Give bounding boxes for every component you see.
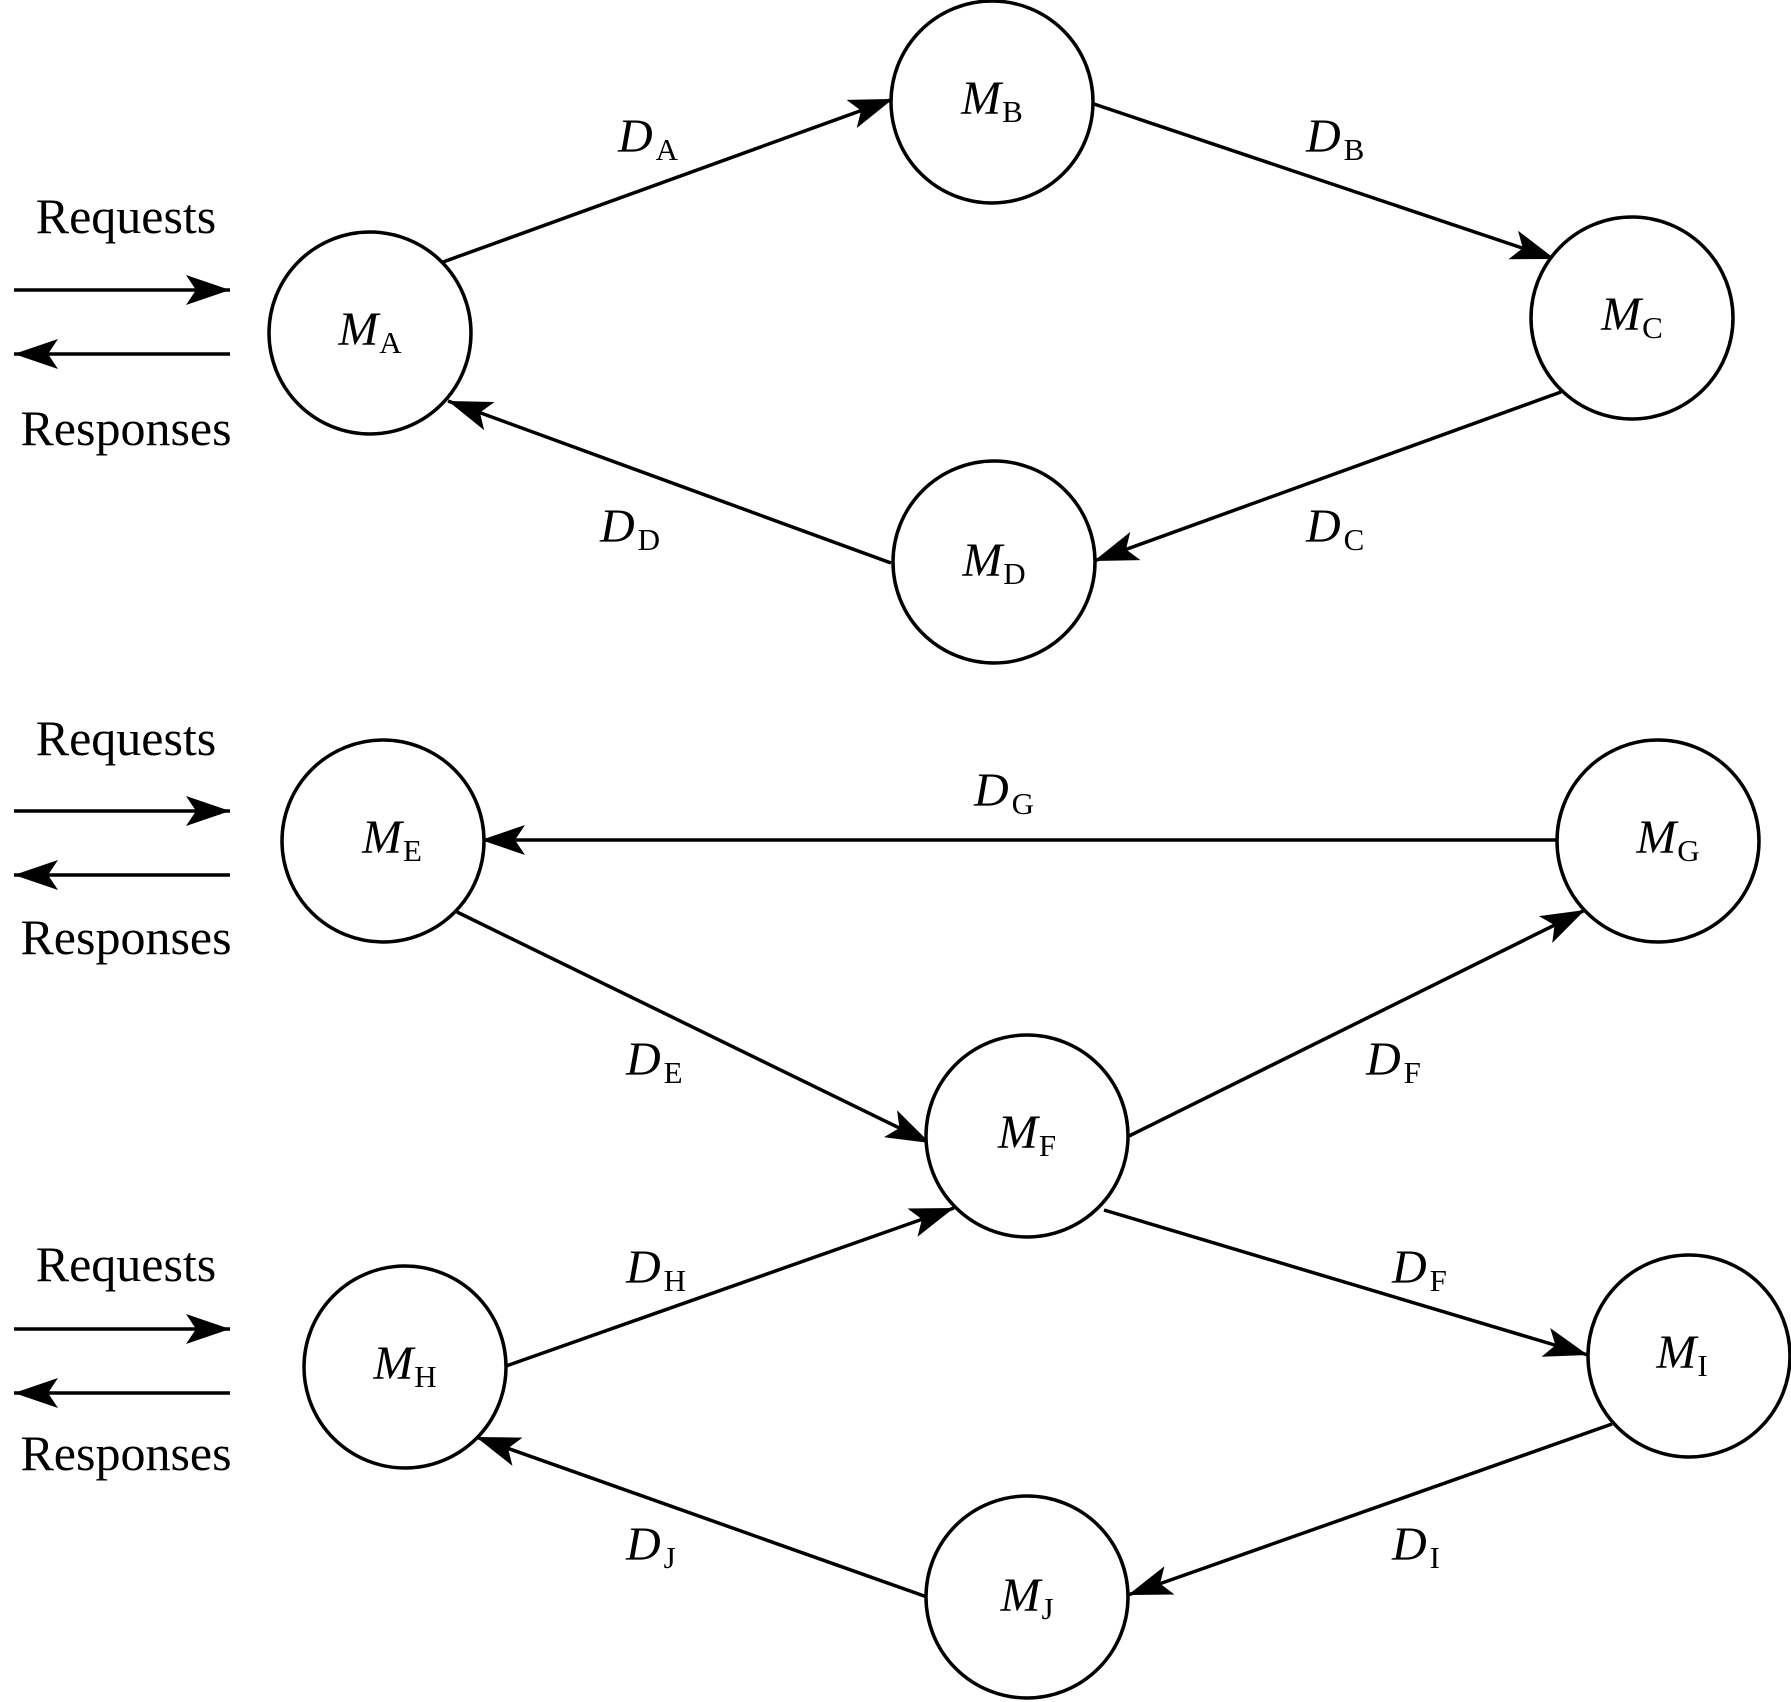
edge-f-i xyxy=(1103,1208,1589,1357)
node-circle xyxy=(1529,215,1735,421)
node-label: MH xyxy=(372,1337,436,1394)
node-label: MI xyxy=(1655,1326,1707,1383)
edges xyxy=(442,97,1613,1599)
edge-label-a-b: DA xyxy=(617,110,679,167)
edge-label-g-e: DG xyxy=(973,764,1034,821)
io-group-2: Requests Responses xyxy=(14,710,232,965)
node-circle xyxy=(280,738,486,944)
nodes: MA MB MC MD ME MF MG MH xyxy=(267,0,1791,1700)
node-label: MJ xyxy=(999,1569,1053,1626)
node-circle xyxy=(1586,1253,1791,1459)
node-i: MI xyxy=(1586,1253,1791,1459)
responses-label: Responses xyxy=(20,1425,231,1481)
edge-label-d-a: DD xyxy=(599,500,660,557)
edge-j-h xyxy=(475,1435,928,1599)
requests-label: Requests xyxy=(36,1236,217,1292)
node-label: ME xyxy=(361,811,422,868)
node-b: MB xyxy=(889,0,1095,205)
node-label: MC xyxy=(1600,288,1663,345)
node-circle xyxy=(924,1494,1130,1700)
node-label: MG xyxy=(1635,811,1699,868)
edge-i-j xyxy=(1127,1422,1613,1597)
requests-label: Requests xyxy=(36,188,217,244)
node-circle xyxy=(1555,738,1761,944)
io-group-3: Requests Responses xyxy=(14,1236,232,1481)
edge-label-f-i: DF xyxy=(1391,1241,1447,1298)
node-label: MB xyxy=(960,72,1023,129)
node-a: MA xyxy=(267,230,473,436)
node-circle xyxy=(889,0,1095,205)
edge-c-d xyxy=(1093,390,1562,563)
node-c: MC xyxy=(1529,215,1735,421)
edge-label-e-f: DE xyxy=(625,1033,683,1090)
edge-a-b xyxy=(442,97,894,264)
node-f: MF xyxy=(924,1033,1130,1239)
edge-f-g xyxy=(1126,908,1586,1139)
edge-d-a xyxy=(447,399,892,565)
node-label: MD xyxy=(961,534,1025,591)
edge-label-j-h: DJ xyxy=(625,1518,676,1575)
node-circle xyxy=(891,459,1097,665)
edge-label-b-c: DB xyxy=(1305,110,1364,167)
node-label: MF xyxy=(997,1106,1056,1163)
node-d: MD xyxy=(891,459,1097,665)
node-circle xyxy=(924,1033,1130,1239)
edge-labels: DA DB DC DD DG DE DF DF DH DI DJ xyxy=(599,110,1447,1575)
edge-label-c-d: DC xyxy=(1305,500,1364,557)
node-h: MH xyxy=(302,1264,508,1470)
requests-label: Requests xyxy=(36,710,217,766)
node-e: ME xyxy=(280,738,486,944)
node-g: MG xyxy=(1555,738,1761,944)
edge-h-f xyxy=(505,1206,955,1368)
io-group-1: Requests Responses xyxy=(14,188,232,456)
edge-e-f xyxy=(456,910,931,1145)
responses-label: Responses xyxy=(20,909,231,965)
edge-label-h-f: DH xyxy=(625,1241,686,1298)
responses-label: Responses xyxy=(20,400,231,456)
node-j: MJ xyxy=(924,1494,1130,1700)
edge-label-i-j: DI xyxy=(1391,1518,1440,1575)
edge-label-f-g: DF xyxy=(1365,1033,1421,1090)
node-circle xyxy=(302,1264,508,1470)
node-label: MA xyxy=(337,303,402,360)
edge-b-c xyxy=(1093,102,1556,261)
node-circle xyxy=(267,230,473,436)
